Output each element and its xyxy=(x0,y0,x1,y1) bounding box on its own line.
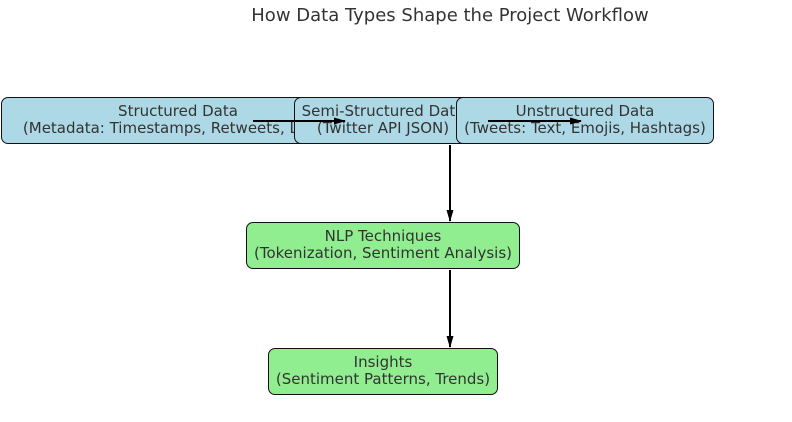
node-nlp-techniques: NLP Techniques (Tokenization, Sentiment … xyxy=(246,222,520,269)
node-structured-data-title: Structured Data xyxy=(118,102,238,120)
node-insights-detail: (Sentiment Patterns, Trends) xyxy=(275,370,491,388)
node-nlp-techniques-detail: (Tokenization, Sentiment Analysis) xyxy=(254,244,512,262)
node-nlp-techniques-title: NLP Techniques xyxy=(324,227,442,245)
node-structured-data-detail: (Metadata: Timestamps, Retweets, Likes) xyxy=(22,119,334,137)
node-unstructured-data-title: Unstructured Data xyxy=(515,102,655,120)
node-insights-title: Insights xyxy=(353,353,413,371)
node-unstructured-data-detail: (Tweets: Text, Emojis, Hashtags) xyxy=(464,119,706,137)
diagram-title: How Data Types Shape the Project Workflo… xyxy=(251,5,649,26)
node-insights: Insights (Sentiment Patterns, Trends) xyxy=(268,348,498,395)
node-semi-structured-data-title: Semi-Structured Data xyxy=(301,102,465,120)
node-semi-structured-data-detail: (Twitter API JSON) xyxy=(316,119,450,137)
